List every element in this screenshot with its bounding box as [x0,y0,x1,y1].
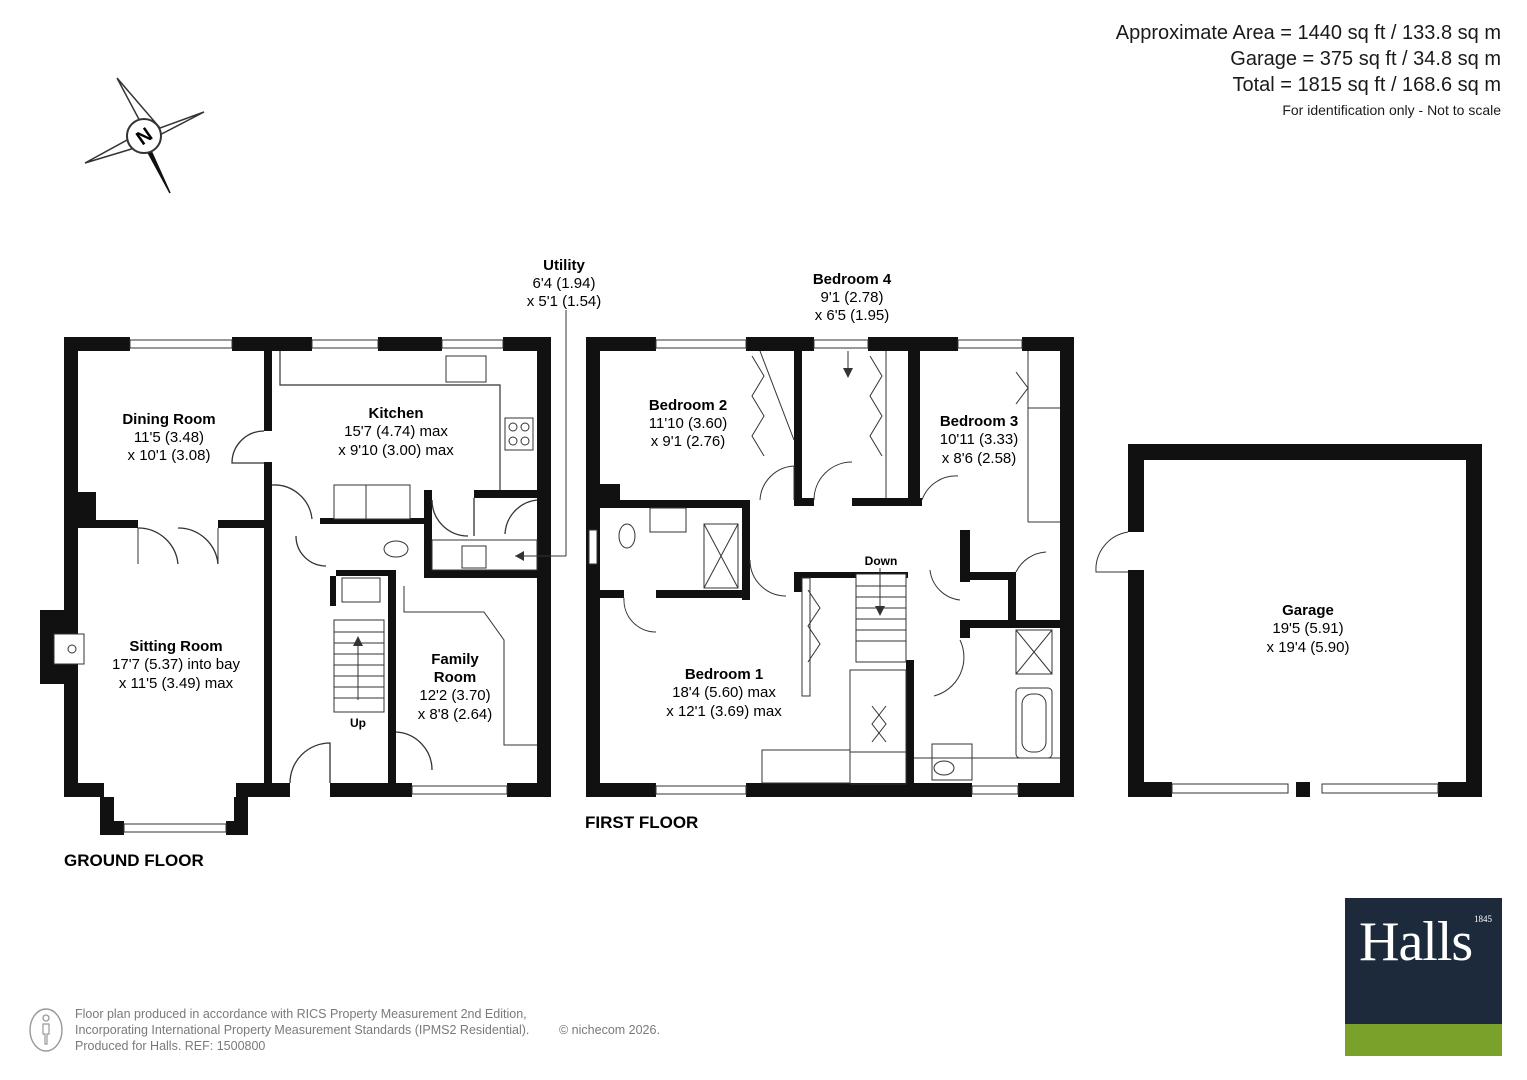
area-garage: Garage = 375 sq ft / 34.8 sq m [1230,48,1501,70]
bedroom3-name: Bedroom 3 [940,413,1018,430]
family-room-name-1: Family [431,651,479,668]
dining-room-name: Dining Room [122,411,215,428]
garage-name: Garage [1282,602,1334,619]
kitchen-dim2: x 9'10 (3.00) max [338,442,454,459]
bedroom1-dim2: x 12'1 (3.69) max [666,703,782,720]
footer-line-1: Floor plan produced in accordance with R… [75,1007,527,1021]
utility-dim2: x 5'1 (1.54) [527,293,602,310]
first-floor-plan [586,337,1074,797]
compass-icon: N [84,77,205,194]
person-icon [29,1008,63,1052]
dining-room-dim2: x 10'1 (3.08) [128,447,211,464]
utility-dim1: 6'4 (1.94) [533,275,596,292]
footer-copyright: © nichecom 2026. [559,1023,660,1037]
garage-dim2: x 19'4 (5.90) [1267,639,1350,656]
footer-line-3: Produced for Halls. REF: 1500800 [75,1039,266,1053]
bedroom3-dim1: 10'11 (3.33) [940,431,1018,448]
kitchen-dim1: 15'7 (4.74) max [344,423,448,440]
bedroom2-name: Bedroom 2 [649,397,727,414]
family-room-name-2: Room [434,669,477,686]
area-approximate: Approximate Area = 1440 sq ft / 133.8 sq… [1115,22,1501,44]
logo-name: Halls [1359,911,1473,973]
garage-plan [1095,444,1482,797]
first-floor-label: FIRST FLOOR [585,813,698,832]
area-summary: Approximate Area = 1440 sq ft / 133.8 sq… [1116,20,1501,118]
kitchen-name: Kitchen [368,405,423,422]
family-room-dim1: 12'2 (3.70) [419,687,490,704]
bedroom1-dim1: 18'4 (5.60) max [672,684,776,701]
logo-year: 1845 [1474,914,1492,924]
bedroom4-dim1: 9'1 (2.78) [821,289,884,306]
stairs-up-label: Up [350,716,366,730]
sitting-room-dim1: 17'7 (5.37) into bay [112,656,240,673]
bedroom1-name: Bedroom 1 [685,666,763,683]
footer-notes: Floor plan produced in accordance with R… [75,1006,660,1054]
family-room-dim2: x 8'8 (2.64) [418,706,493,723]
bedroom4-dim2: x 6'5 (1.95) [815,307,890,324]
bedroom2-dim1: 11'10 (3.60) [649,415,727,432]
ground-floor-plan [40,310,567,835]
bedroom3-dim2: x 8'6 (2.58) [942,450,1017,467]
halls-logo: Halls 1845 [1345,898,1502,1056]
sitting-room-dim2: x 11'5 (3.49) max [119,675,234,692]
garage-dim1: 19'5 (5.91) [1272,620,1343,637]
utility-name: Utility [543,257,585,274]
footer-line-2: Incorporating International Property Mea… [75,1023,530,1037]
sitting-room-name: Sitting Room [129,638,222,655]
scale-note: For identification only - Not to scale [1282,102,1501,118]
stairs-down-label: Down [865,554,898,568]
ground-floor-label: GROUND FLOOR [64,851,204,870]
area-total: Total = 1815 sq ft / 168.6 sq m [1232,74,1502,96]
dining-room-dim1: 11'5 (3.48) [134,429,204,446]
bedroom2-dim2: x 9'1 (2.76) [651,433,726,450]
bedroom4-name: Bedroom 4 [813,271,892,288]
